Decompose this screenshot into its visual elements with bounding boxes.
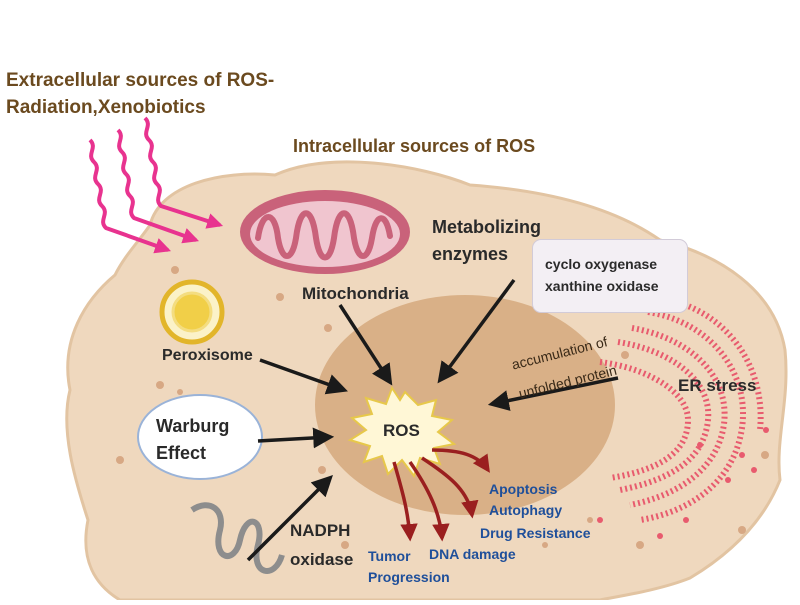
outcome-dna-damage: DNA damage <box>429 546 516 562</box>
ribosome-dots <box>597 427 769 539</box>
ros-label: ROS <box>383 421 420 440</box>
nadph-label-line2: oxidase <box>290 550 354 569</box>
outcome-apoptosis: Apoptosis <box>489 481 558 497</box>
enzymes-box-line2: xanthine oxidase <box>545 278 659 294</box>
peroxisome-label: Peroxisome <box>162 347 253 364</box>
metabolizing-label-line1: Metabolizing <box>432 217 541 237</box>
er-stress-label: ER stress <box>678 376 757 395</box>
radiation-arrows <box>88 116 224 254</box>
enzymes-box-line1: cyclo oxygenase <box>545 256 658 272</box>
outcome-drug-resistance: Drug Resistance <box>480 525 591 541</box>
metabolizing-label-line2: enzymes <box>432 244 509 264</box>
outcome-tumor: Tumor <box>368 548 411 564</box>
warburg-label-line2: Effect <box>156 443 207 463</box>
mitochondrion <box>240 190 410 274</box>
peroxisome-organelle <box>159 279 225 345</box>
ros-burst <box>347 385 457 479</box>
nadph-oxidase-coil <box>190 502 285 574</box>
outcome-autophagy: Autophagy <box>489 502 563 518</box>
endoplasmic-reticulum <box>599 295 764 523</box>
nadph-label-line1: NADPH <box>290 521 351 540</box>
extracellular-title-line1: Extracellular sources of ROS- <box>6 70 275 91</box>
source-arrows <box>246 278 619 562</box>
intracellular-title: Intracellular sources of ROS <box>293 136 536 156</box>
extracellular-title-line2: Radiation,Xenobiotics <box>6 97 206 118</box>
warburg-label-line1: Warburg <box>156 416 230 436</box>
outcome-arrows <box>392 448 490 542</box>
cytoplasm-granules <box>116 266 769 549</box>
mitochondria-label: Mitochondria <box>302 284 409 303</box>
outcome-progression: Progression <box>368 569 450 585</box>
warburg-bubble <box>137 394 263 480</box>
nucleus <box>315 295 615 515</box>
enzymes-box: cyclo oxygenase xanthine oxidase <box>532 239 688 313</box>
